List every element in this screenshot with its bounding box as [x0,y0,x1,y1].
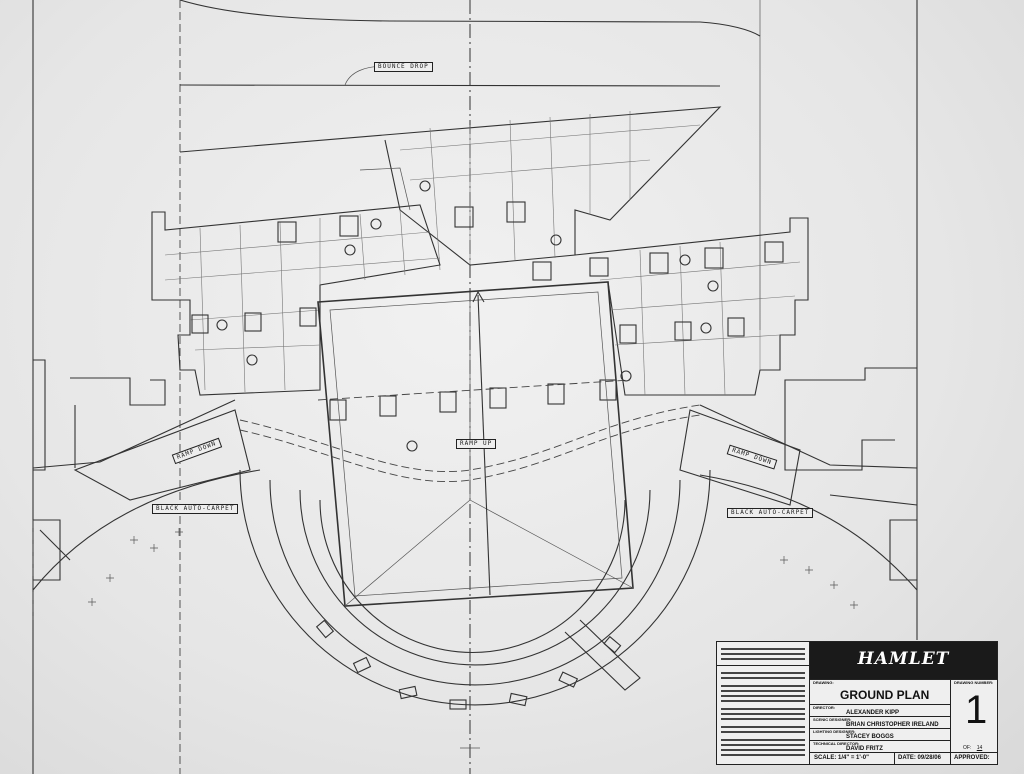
director-cell: DIRECTOR: ALEXANDER KIPP [810,704,950,717]
left-arc-edge [32,469,261,591]
label-ramp-up: RAMP UP [456,439,497,449]
right-deck [574,217,809,396]
right-wing [699,367,918,471]
drawing-number: 1 [965,688,988,732]
left-deck [151,204,441,396]
stage-line [317,379,631,401]
left-wing [32,359,236,471]
approved: APPROVED: [954,755,990,761]
footer-divider [894,753,895,765]
label-carpet-right: BLACK AUTO-CARPET [727,508,814,518]
plaster-line [179,84,721,87]
platform-edge [359,167,411,211]
left-ramp [73,409,251,501]
scale: SCALE: 1/4" = 1'-0" [814,755,869,761]
drawing-caption: DRAWING: [813,680,834,685]
title-block-notes [717,642,810,764]
title-block: HAMLET DRAWING: GROUND PLAN DIRECTOR: AL… [716,641,998,765]
scenic-cell: SCENIC DESIGNER: BRIAN CHRISTOPHER IRELA… [810,716,950,729]
lighting-designer: STACEY BOGGS [846,734,894,740]
td-cell: TECHNICAL DIRECTOR: DAVID FRITZ [810,740,950,753]
left-grid [164,209,441,393]
drawing-number-cell: DRAWING NUMBER: 1 OF: 14 [950,679,998,753]
of-caption: OF: [963,745,972,751]
diagonal-ramp [564,619,641,691]
arrow-head [472,290,485,303]
upper-platform [179,106,722,266]
td-caption: TECHNICAL DIRECTOR: [813,741,860,746]
technical-director: DAVID FRITZ [846,746,883,752]
rake-lines [344,300,634,607]
lighting-cell: LIGHTING DESIGNER: STACEY BOGGS [810,728,950,741]
show-title: HAMLET [857,649,950,669]
drawing-number-caption: DRAWING NUMBER: [954,680,994,685]
right-ramp [679,409,801,506]
footer-divider [950,753,951,765]
wagons [191,201,784,421]
date: DATE: 09/28/06 [898,755,941,761]
director-caption: DIRECTOR: [813,705,836,710]
floor-marks [88,528,858,609]
title-header: HAMLET [810,642,997,679]
scenic-designer: BRIAN CHRISTOPHER IRELAND [846,722,939,728]
sheet-of: OF: 14 [963,745,982,751]
director: ALEXANDER KIPP [846,710,900,716]
label-bounce-drop: BOUNCE DROP [374,62,433,72]
arc-steps [315,619,622,710]
scenic-caption: SCENIC DESIGNER: [813,717,852,722]
right-lower-wall [829,494,918,581]
label-carpet-left: BLACK AUTO-CARPET [152,504,239,514]
lighting-positions [216,180,719,452]
drawing-name-cell: DRAWING: GROUND PLAN [810,679,950,705]
drawing-name: GROUND PLAN [840,688,930,702]
left-lower-wall [33,519,71,581]
arena-arcs [239,469,711,706]
fly-rail-line [179,0,761,37]
lighting-caption: LIGHTING DESIGNER: [813,729,856,734]
right-arc-edge [699,474,918,591]
upper-grid [399,111,701,271]
raked-platform-inner [329,291,623,597]
footer-row: SCALE: 1/4" = 1'-0" DATE: 09/28/06 APPRO… [810,752,997,765]
of-total: 14 [976,745,983,751]
